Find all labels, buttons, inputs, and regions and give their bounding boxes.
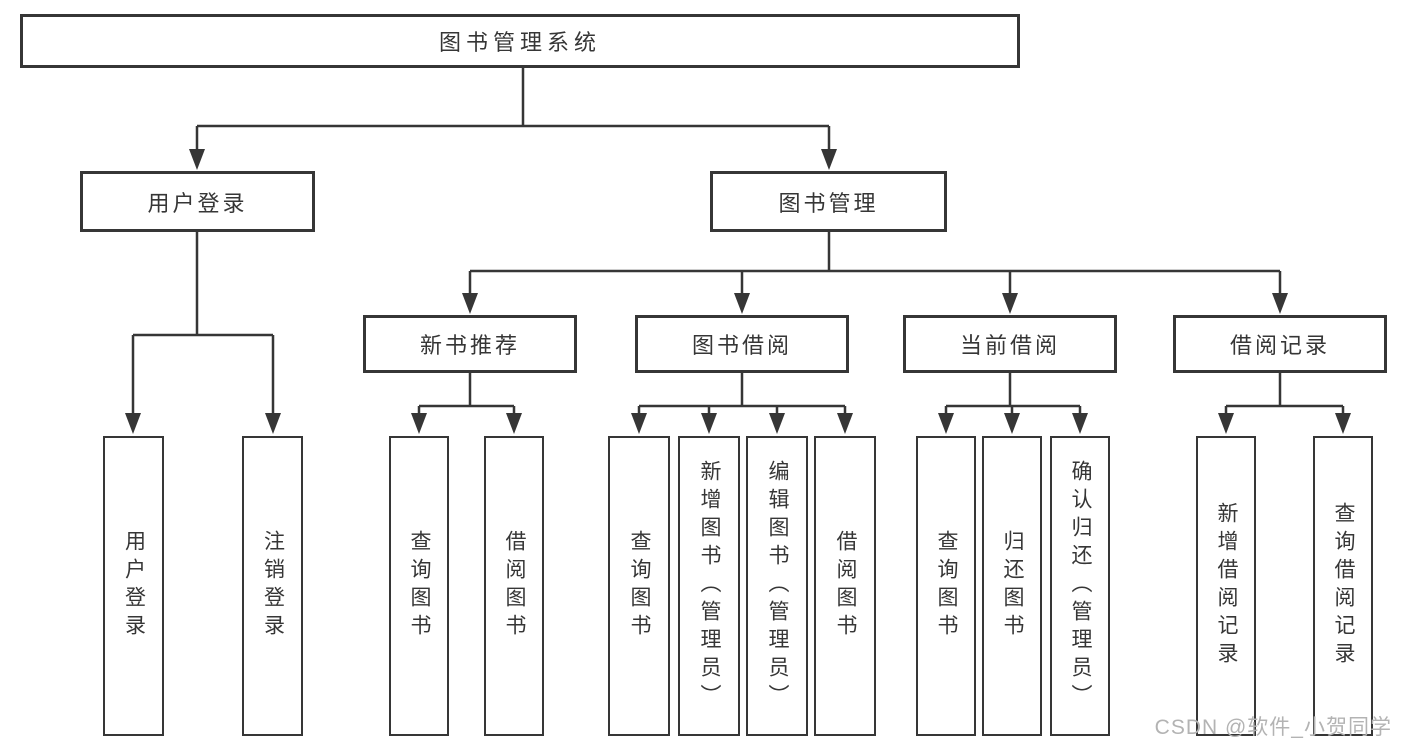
- node-query-books-borrowing: 查询图书: [608, 436, 670, 736]
- node-label: 新增图书（管理员）: [698, 460, 722, 712]
- node-confirm-return-admin: 确认归还（管理员）: [1050, 436, 1110, 736]
- node-borrow-books-recommend: 借阅图书: [484, 436, 544, 736]
- node-label: 查询图书: [935, 530, 959, 642]
- node-return-books: 归还图书: [982, 436, 1042, 736]
- node-add-books-admin: 新增图书（管理员）: [678, 436, 740, 736]
- tree-edges: [131, 68, 1345, 416]
- node-label: 新书推荐: [419, 333, 520, 358]
- node-edit-books-admin: 编辑图书（管理员）: [746, 436, 808, 736]
- node-label: 编辑图书（管理员）: [766, 460, 790, 712]
- node-label: 借阅记录: [1229, 333, 1330, 358]
- node-current-borrowing: 当前借阅: [903, 315, 1117, 373]
- node-label: 当前借阅: [959, 333, 1060, 358]
- node-label: 确认归还（管理员）: [1069, 460, 1093, 712]
- node-label: 借阅图书: [503, 530, 527, 642]
- node-borrow-books: 借阅图书: [814, 436, 876, 736]
- node-label: 借阅图书: [834, 530, 858, 642]
- node-query-books-current: 查询图书: [916, 436, 976, 736]
- node-label: 查询图书: [408, 530, 432, 642]
- node-library-system: 图书管理系统: [20, 14, 1020, 68]
- node-query-borrow-record: 查询借阅记录: [1313, 436, 1373, 736]
- node-query-books-recommend: 查询图书: [389, 436, 449, 736]
- node-new-book-recommendation: 新书推荐: [363, 315, 577, 373]
- node-label: 查询图书: [628, 530, 652, 642]
- node-label: 图书管理: [778, 190, 879, 216]
- node-label: 用户登录: [122, 530, 146, 642]
- node-book-management: 图书管理: [710, 171, 947, 232]
- node-label: 归还图书: [1001, 530, 1025, 642]
- node-label: 新增借阅记录: [1215, 502, 1239, 670]
- node-user-login-branch: 用户登录: [80, 171, 315, 232]
- node-add-borrow-record: 新增借阅记录: [1196, 436, 1256, 736]
- node-user-login: 用户登录: [103, 436, 164, 736]
- node-label: 注销登录: [261, 530, 285, 642]
- node-borrowing-records: 借阅记录: [1173, 315, 1387, 373]
- node-label: 查询借阅记录: [1332, 502, 1356, 670]
- node-label: 图书管理系统: [438, 30, 601, 55]
- node-logout: 注销登录: [242, 436, 303, 736]
- node-book-borrowing: 图书借阅: [635, 315, 849, 373]
- node-label: 图书借阅: [691, 333, 792, 358]
- csdn-watermark: CSDN @软件_小贺同学: [1154, 716, 1392, 739]
- node-label: 用户登录: [147, 190, 248, 216]
